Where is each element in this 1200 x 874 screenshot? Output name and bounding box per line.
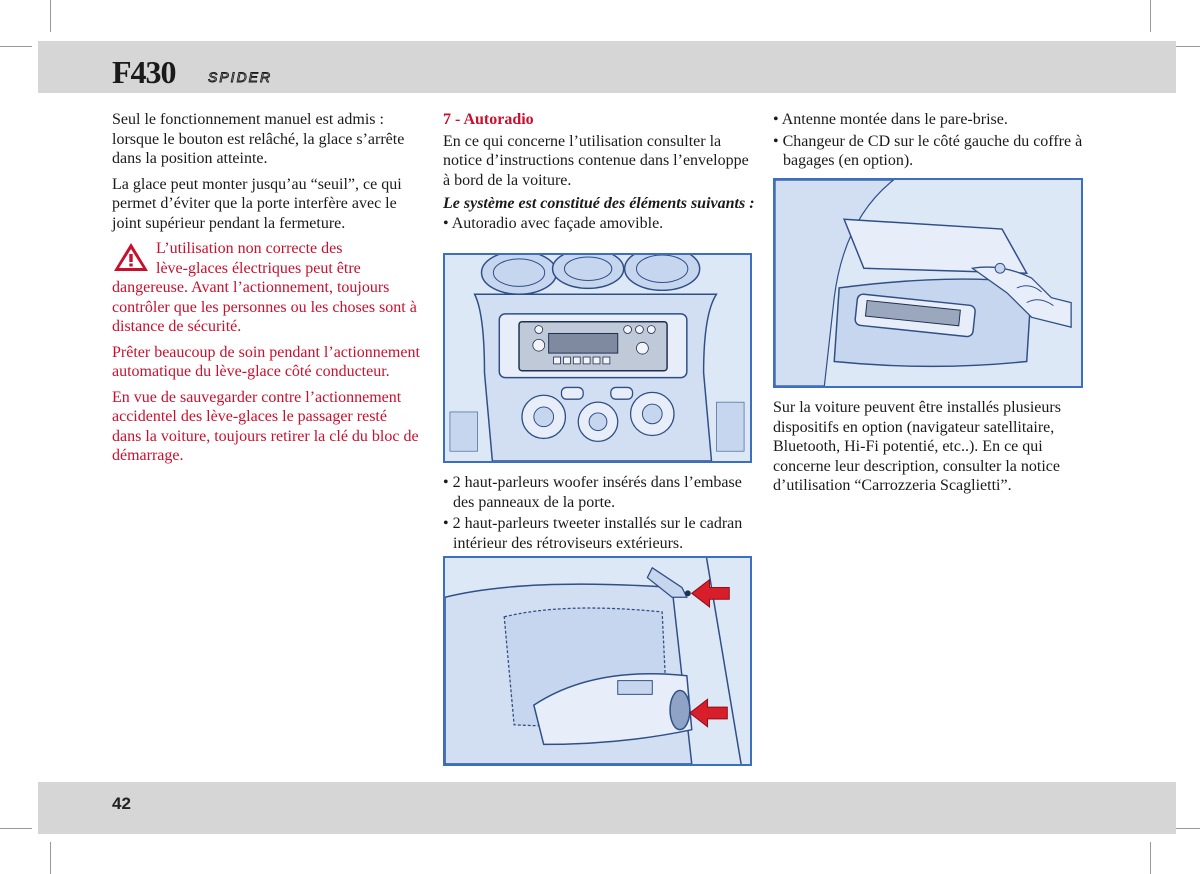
logo-text: F430 bbox=[112, 56, 176, 88]
paragraph: Seul le fonctionnement manuel est admis … bbox=[112, 111, 405, 167]
door-speakers-figure bbox=[443, 556, 752, 766]
warning-text: dangereuse. Avant l’actionnement, toujou… bbox=[112, 279, 417, 335]
header-band bbox=[38, 41, 1176, 93]
list-item: • Antenne montée dans le pare-brise. bbox=[773, 111, 1008, 128]
paragraph: La glace peut monter jusqu’au “seuil”, c… bbox=[112, 175, 402, 232]
middle-column: 7 - Autoradio En ce qui concerne l’utili… bbox=[443, 110, 755, 235]
cd-changer-figure bbox=[773, 178, 1083, 388]
list-item: • Changeur de CD sur le côté gauche du c… bbox=[773, 132, 1083, 170]
warning-line: lève-glaces électriques peut être bbox=[156, 259, 361, 277]
warning-triangle-icon bbox=[114, 243, 148, 271]
subheading: Le système est constitué des éléments su… bbox=[443, 195, 755, 212]
crop-mark bbox=[1168, 46, 1200, 47]
crop-mark bbox=[1150, 0, 1151, 32]
crop-mark bbox=[1150, 842, 1151, 874]
warning-block: L’utilisation non correcte des lève-glac… bbox=[112, 239, 420, 466]
crop-mark bbox=[50, 842, 51, 874]
warning-line: L’utilisation non correcte des bbox=[156, 240, 343, 257]
list-item: • Autoradio avec façade amovible. bbox=[443, 214, 664, 232]
autoradio-figure bbox=[443, 253, 752, 463]
list-item: • 2 haut-parleurs tweeter installés sur … bbox=[443, 515, 743, 552]
paragraph: Sur la voiture peuvent être installés pl… bbox=[773, 399, 1061, 494]
page-number: 42 bbox=[112, 794, 131, 813]
warning-text: En vue de sauvegarder contre l’actionnem… bbox=[112, 388, 419, 465]
crop-mark bbox=[50, 0, 51, 32]
warning-text: Prêter beaucoup de soin pendant l’action… bbox=[112, 343, 420, 381]
footer-band bbox=[38, 782, 1176, 834]
crop-mark bbox=[0, 828, 32, 829]
red-arrow-icon bbox=[688, 578, 730, 728]
paragraph: En ce qui concerne l’utilisation consult… bbox=[443, 132, 749, 189]
list-item: • 2 haut-parleurs woofer insérés dans l’… bbox=[443, 474, 742, 511]
left-column: Seul le fonctionnement manuel est admis … bbox=[112, 110, 420, 472]
f430-spider-logo: F430 SPIDER bbox=[112, 54, 304, 90]
crop-mark bbox=[1168, 828, 1200, 829]
section-heading: 7 - Autoradio bbox=[443, 111, 534, 128]
crop-mark bbox=[0, 46, 32, 47]
middle-column-lower: • 2 haut-parleurs woofer insérés dans l’… bbox=[443, 473, 755, 555]
logo-sub: SPIDER bbox=[208, 69, 272, 85]
right-column-lower: Sur la voiture peuvent être installés pl… bbox=[773, 398, 1083, 502]
right-column: • Antenne montée dans le pare-brise. • C… bbox=[773, 110, 1083, 173]
